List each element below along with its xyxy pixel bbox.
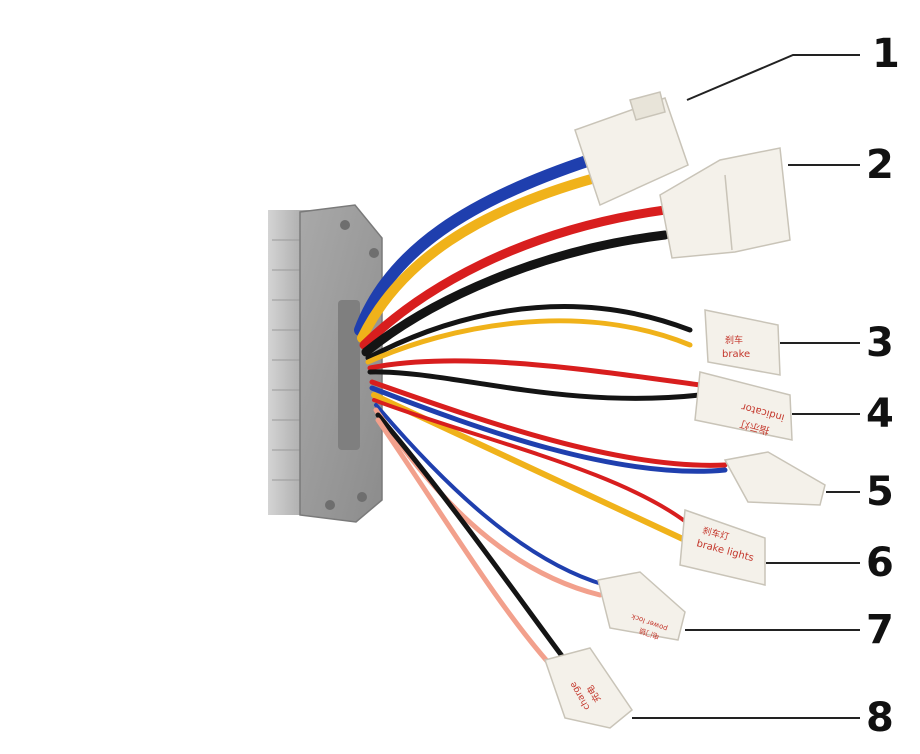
callout-8: 8 — [866, 695, 894, 741]
callout-1: 1 — [872, 31, 900, 77]
connector-4 — [694, 371, 793, 441]
wire-harness — [354, 154, 728, 673]
callout-6: 6 — [866, 540, 894, 586]
callout-7: 7 — [866, 607, 894, 653]
connector-3 — [704, 309, 781, 376]
connector-1 — [574, 91, 689, 207]
connector-2 — [659, 147, 791, 259]
connector-6 — [679, 508, 766, 586]
c3-cn: 刹车 — [725, 334, 743, 346]
callout-3: 3 — [866, 320, 894, 366]
callout-5: 5 — [866, 469, 894, 515]
leader-lines — [632, 54, 860, 719]
connectors — [544, 91, 826, 729]
callout-4: 4 — [866, 391, 894, 437]
connector-7 — [597, 571, 686, 641]
c3-en: brake — [722, 349, 750, 360]
connector-8 — [544, 647, 634, 729]
controller-housing — [268, 204, 383, 523]
callout-2: 2 — [866, 142, 894, 188]
connector-5 — [723, 451, 826, 506]
